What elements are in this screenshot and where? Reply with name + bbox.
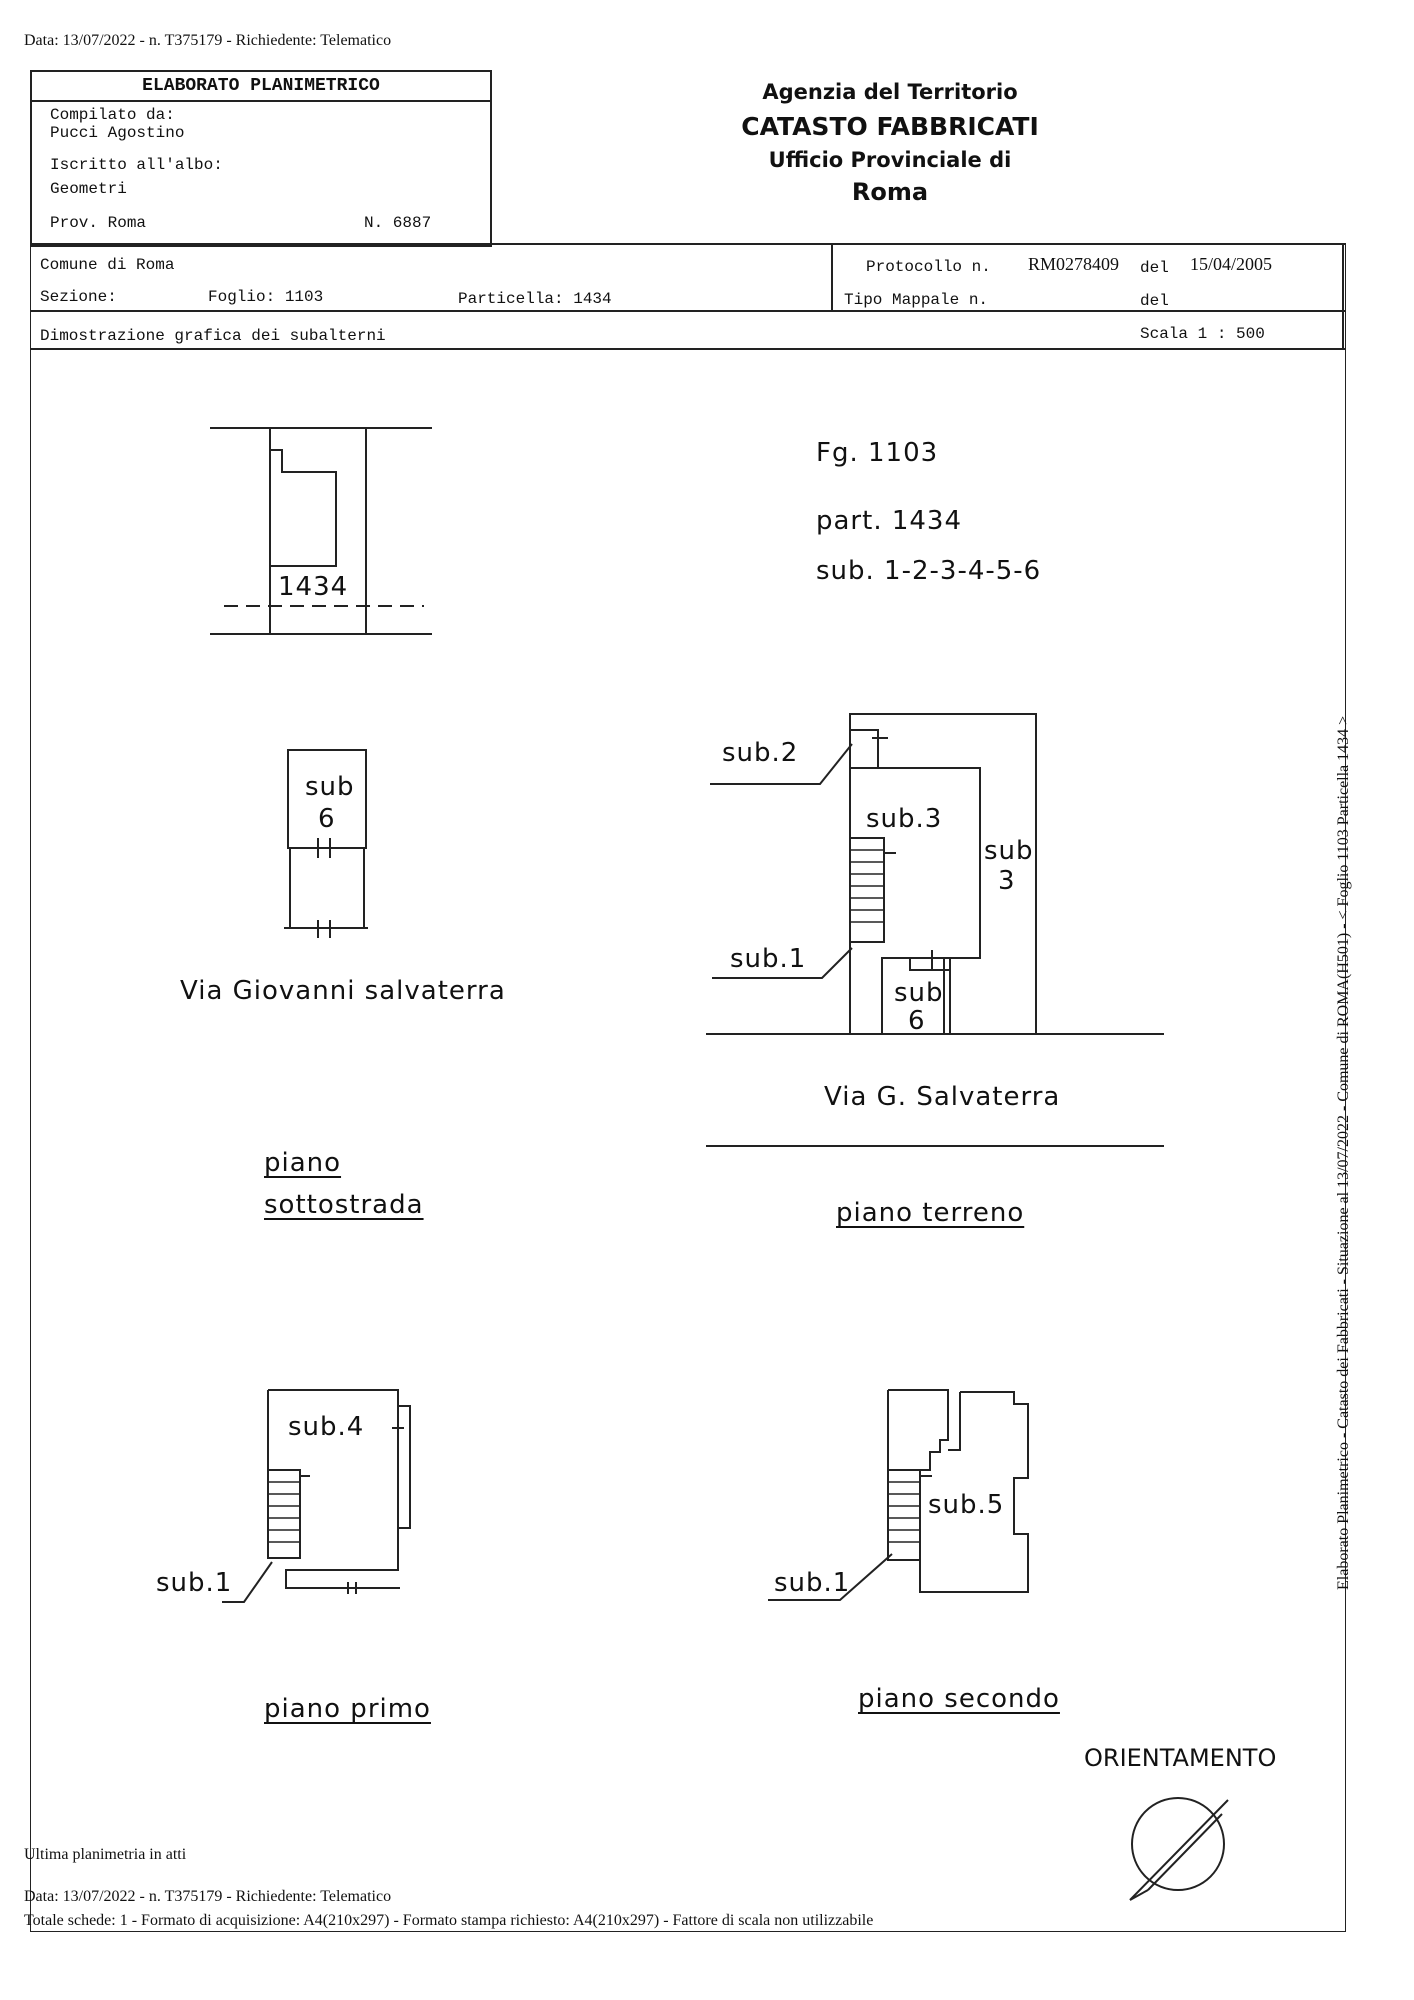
protocollo-date: 15/04/2005	[1190, 254, 1273, 274]
primo-sub1-label: sub.1	[156, 1568, 233, 1598]
compass-icon	[1129, 1797, 1229, 1901]
floor-terreno-label: piano terreno	[836, 1198, 1025, 1228]
floor-secondo-label: piano secondo	[858, 1684, 1060, 1714]
plan-subalterni: sub. 1-2-3-4-5-6	[816, 556, 1042, 586]
compiled-name: Pucci Agostino	[50, 124, 185, 142]
parcel-label: 1434	[278, 572, 349, 602]
albo-value: Geometri	[50, 180, 127, 198]
side-caption: Elaborato Planimetrico - Catasto dei Fab…	[1335, 715, 1352, 1590]
footer-totale: Totale schede: 1 - Formato di acquisizio…	[24, 1912, 874, 1929]
agency-name: Agenzia del Territorio	[762, 80, 1018, 104]
terreno-sub3-outer-label: sub	[984, 836, 1034, 866]
location-map	[210, 427, 432, 635]
dimostrazione: Dimostrazione grafica dei subalterni	[40, 327, 386, 345]
header-meta: Data: 13/07/2022 - n. T375179 - Richiede…	[24, 32, 392, 49]
compiler-title-divider	[32, 100, 490, 102]
particella: Particella: 1434	[458, 290, 612, 308]
protocollo-del-label: del	[1140, 259, 1169, 277]
terreno-sub2-label: sub.2	[722, 738, 799, 768]
secondo-sub5-label: sub.5	[928, 1490, 1005, 1520]
compiled-label: Compilato da:	[50, 106, 175, 124]
sottostrada-sub6-label: sub	[305, 772, 355, 802]
sottostrada-sub6-number: 6	[318, 804, 336, 834]
plan-secondo	[768, 1389, 1029, 1601]
compiler-title: ELABORATO PLANIMETRICO	[142, 76, 380, 96]
primo-sub4-label: sub.4	[288, 1412, 365, 1442]
info-bottom-line	[30, 348, 1346, 350]
info-right-edge	[1342, 243, 1344, 348]
footer-meta: Data: 13/07/2022 - n. T375179 - Richiede…	[24, 1888, 392, 1905]
scala: Scala 1 : 500	[1140, 325, 1265, 343]
prov-label: Prov. Roma	[50, 214, 147, 232]
plan-foglio: Fg. 1103	[816, 438, 939, 468]
agency-catasto: CATASTO FABBRICATI	[741, 112, 1039, 141]
terreno-sub3-inner-label: sub.3	[866, 804, 943, 834]
orientation-label: ORIENTAMENTO	[1084, 1744, 1277, 1772]
terreno-sub3-outer-number: 3	[998, 866, 1016, 896]
floor-primo-label: piano primo	[264, 1694, 431, 1724]
terreno-sub6-label: sub	[894, 978, 944, 1008]
compiler-box: ELABORATO PLANIMETRICO Compilato da: Puc…	[30, 70, 492, 247]
info-divider	[831, 243, 833, 310]
info-top-line	[30, 243, 1346, 245]
plan-terreno	[706, 713, 1164, 1147]
street-label-2: Via G. Salvaterra	[824, 1082, 1061, 1112]
plan-sottostrada	[284, 749, 368, 938]
tipo-del-label: del	[1140, 292, 1169, 310]
terreno-sub6-number: 6	[908, 1006, 926, 1036]
sezione: Sezione:	[40, 288, 117, 306]
secondo-sub1-label: sub.1	[774, 1568, 851, 1598]
footer-ultima: Ultima planimetria in atti	[24, 1846, 187, 1863]
info-mid-line	[30, 310, 1346, 312]
protocollo-label: Protocollo n.	[866, 258, 991, 276]
albo-number: N. 6887	[364, 214, 432, 232]
plan-primo	[222, 1389, 411, 1603]
agency-city: Roma	[851, 178, 929, 206]
floor-sottostrada-label: piano	[264, 1148, 342, 1178]
street-label-1: Via Giovanni salvaterra	[180, 976, 506, 1006]
comune: Comune di Roma	[40, 256, 175, 274]
plan-particella: part. 1434	[816, 506, 963, 536]
foglio: Foglio: 1103	[208, 288, 324, 306]
agency-office: Ufficio Provinciale di	[768, 148, 1012, 172]
albo-label: Iscritto all'albo:	[50, 156, 223, 174]
floor-sottostrada-label-2: sottostrada	[264, 1190, 424, 1220]
protocollo-value: RM0278409	[1028, 254, 1120, 274]
terreno-sub1-label: sub.1	[730, 944, 807, 974]
tipo-mappale: Tipo Mappale n.	[844, 291, 989, 309]
